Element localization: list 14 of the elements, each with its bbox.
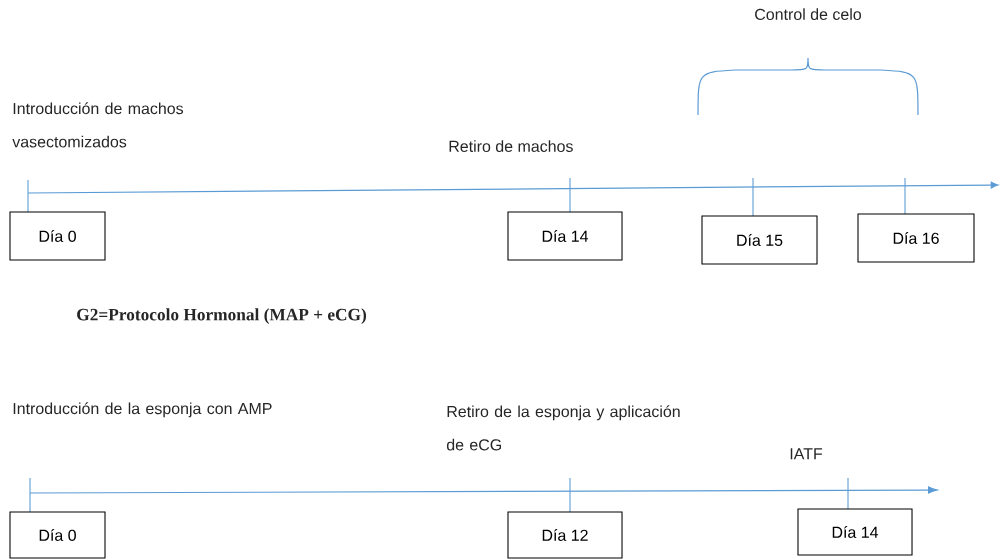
event-label: IATF [790,448,823,460]
section-heading: G2=Protocolo Hormonal (MAP + eCG) [77,308,367,324]
day-box: Día 14 [797,508,913,556]
event-label: Introducción de la esponja con AMP [13,402,272,418]
day-box: Día 0 [9,511,106,559]
event-label: Control de celo [755,8,861,20]
day-box: Día 16 [857,213,975,263]
day-box: Día 0 [9,211,106,261]
event-label: Retiro de la esponja y aplicación de eCG [446,405,680,451]
day-box: Día 12 [507,511,623,559]
event-label: Introducción de machos vasectomizados [12,102,184,148]
day-box: Día 14 [507,211,623,261]
event-label: Retiro de machos [449,140,573,152]
day-box: Día 15 [701,215,818,265]
